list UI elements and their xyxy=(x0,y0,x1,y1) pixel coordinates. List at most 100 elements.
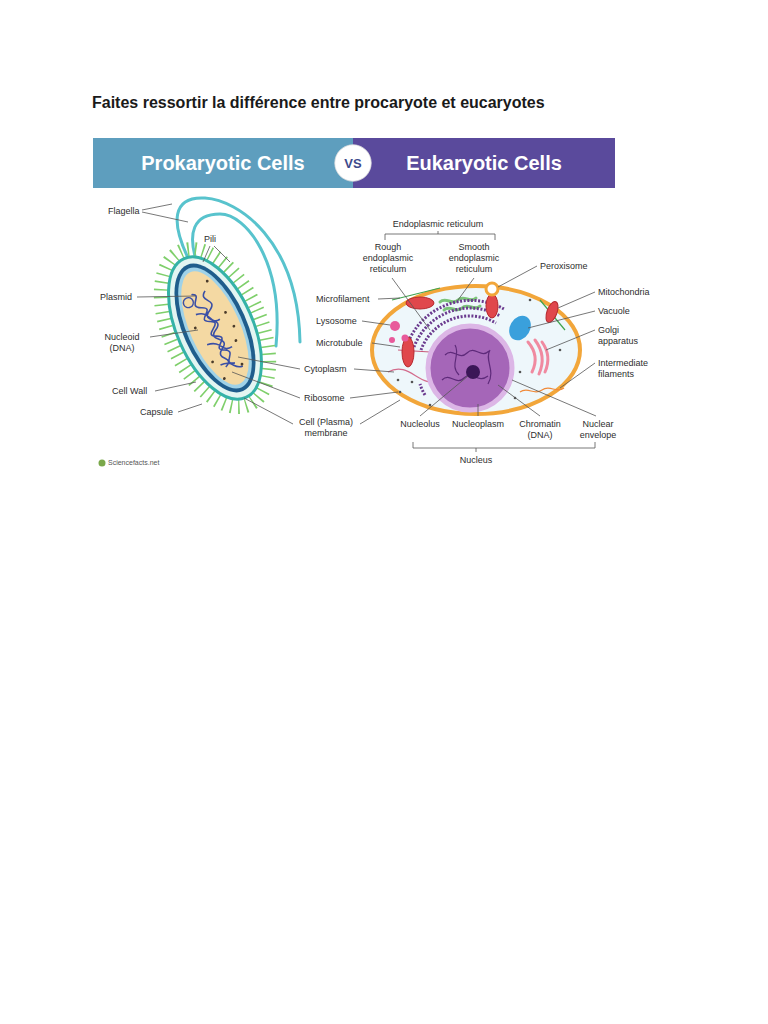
versus-circle: VS xyxy=(334,144,372,182)
ribosomes xyxy=(429,404,432,407)
leader-lines xyxy=(546,330,595,350)
ribosomes xyxy=(399,391,402,394)
leader-lines xyxy=(137,204,596,452)
lysosome xyxy=(402,335,409,342)
rough-endoplasmic-reticulum xyxy=(420,384,425,395)
part-label: Mitochondria xyxy=(598,287,662,298)
leader-lines xyxy=(137,296,196,297)
pili xyxy=(139,233,291,424)
part-label: Rough endoplasmic reticulum xyxy=(356,242,420,274)
part-label: Nucleoplasm xyxy=(449,419,507,430)
leader-lines xyxy=(458,278,474,300)
peroxisome xyxy=(486,283,498,295)
ribosomes xyxy=(559,349,562,352)
leader-lines xyxy=(178,404,202,412)
title-band: Eukaryotic Cells xyxy=(353,138,615,188)
ribosomes xyxy=(193,326,197,330)
watermark: Sciencefacts.net xyxy=(108,459,178,467)
golgi-apparatus xyxy=(535,340,542,374)
part-label: Microfilament xyxy=(316,294,378,305)
leader-lines xyxy=(150,330,198,337)
page-title: Faites ressortir la différence entre pro… xyxy=(92,94,545,112)
leader-lines xyxy=(558,292,595,308)
leader-lines xyxy=(392,278,430,330)
mitochondria xyxy=(486,294,498,318)
ribosomes xyxy=(234,339,238,343)
leader-lines xyxy=(142,204,188,222)
golgi-apparatus xyxy=(542,342,548,372)
part-label: Lysosome xyxy=(316,316,362,327)
lysosome xyxy=(389,321,409,343)
leader-lines xyxy=(560,363,595,388)
part-label: Flagella xyxy=(108,206,148,217)
mitochondria xyxy=(402,294,560,367)
title-band: Prokaryotic Cells xyxy=(93,138,353,188)
ribosomes xyxy=(224,311,228,315)
part-label: Nucleolus xyxy=(395,419,445,430)
capsule xyxy=(149,243,280,413)
cytoskeleton xyxy=(520,388,564,392)
part-label: Cell (Plasma) membrane xyxy=(293,417,359,439)
part-label: Chromatin (DNA) xyxy=(514,419,566,441)
ribosomes xyxy=(211,360,215,364)
golgi-apparatus xyxy=(528,342,535,372)
leader-lines xyxy=(478,404,479,416)
part-label: Microtubule xyxy=(316,338,372,349)
vacuole xyxy=(505,312,535,345)
prokaryotic-cell xyxy=(139,233,291,424)
part-label: Capsule xyxy=(140,407,180,418)
nucleolus xyxy=(466,365,480,379)
leader-lines xyxy=(155,382,196,391)
golgi-apparatus xyxy=(528,340,548,374)
circle-shape xyxy=(335,145,371,181)
part-label: Pili xyxy=(204,234,234,245)
leader-lines xyxy=(362,321,390,325)
part-label: Cytoplasm xyxy=(304,364,356,375)
part-label: Smooth endoplasmic reticulum xyxy=(442,242,506,274)
band-heading: Eukaryotic Cells xyxy=(406,152,562,175)
leader-lines xyxy=(203,246,230,262)
logo xyxy=(99,460,106,467)
nucleoid xyxy=(186,287,243,375)
part-label: Ribosome xyxy=(304,393,354,404)
part-label: Peroxisome xyxy=(540,261,600,272)
part-label: Nuclear envelope xyxy=(573,419,623,441)
cell-membrane xyxy=(372,286,580,414)
ribosomes xyxy=(397,379,400,382)
part-label: Golgi apparatus xyxy=(598,325,650,347)
leader-lines xyxy=(512,380,596,416)
lysosome xyxy=(390,321,400,331)
leader-lines xyxy=(378,298,400,299)
versus-label: VS xyxy=(344,156,361,171)
part-label: Endoplasmic reticulum xyxy=(373,219,503,230)
leader-lines xyxy=(498,266,537,287)
plasmid xyxy=(182,296,195,309)
part-label: Vacuole xyxy=(598,306,648,317)
part-label: Nucleoid (DNA) xyxy=(96,332,148,354)
chromatin xyxy=(442,345,491,384)
mitochondria xyxy=(402,337,414,367)
part-label: Plasmid xyxy=(100,292,140,303)
ribosomes xyxy=(178,277,254,383)
ribosomes xyxy=(240,362,244,366)
leader-lines xyxy=(420,376,468,416)
leader-lines xyxy=(528,311,595,328)
band-heading: Prokaryotic Cells xyxy=(141,152,304,175)
part-label: Intermediate filaments xyxy=(598,358,662,380)
leader-lines xyxy=(372,343,400,347)
leader-lines xyxy=(385,231,495,240)
ribosomes xyxy=(205,279,209,283)
nuclear-envelope xyxy=(428,326,512,410)
cytoplasm xyxy=(167,262,262,394)
ribosomes xyxy=(411,381,414,384)
ribosomes xyxy=(223,377,227,381)
logo xyxy=(99,460,106,467)
part-label: Nucleus xyxy=(451,455,501,466)
ribosomes xyxy=(519,371,522,374)
cytoskeleton xyxy=(540,300,565,330)
ribosomes xyxy=(232,324,236,328)
lysosome xyxy=(389,337,395,343)
leader-lines xyxy=(413,442,595,452)
plasma-membrane xyxy=(163,257,267,399)
